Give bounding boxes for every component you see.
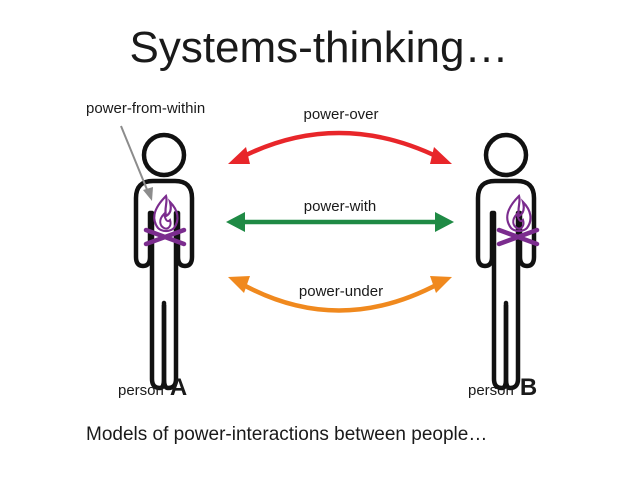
pointer-arrow <box>120 125 153 201</box>
person-a-prefix: person <box>118 382 164 399</box>
power-with-label: power-with <box>303 198 377 215</box>
caption: Models of power-interactions between peo… <box>86 424 488 445</box>
power-with-arrow <box>226 212 454 232</box>
power-over-arrow <box>228 130 452 164</box>
person-b-letter: B <box>519 374 538 401</box>
power-under-label: power-under <box>298 283 384 300</box>
person-b-label: person B <box>468 374 537 402</box>
person-b-prefix: person <box>468 382 514 399</box>
power-over-label: power-over <box>303 106 379 123</box>
person-a-label: person A <box>118 374 187 402</box>
slide-title: Systems-thinking… <box>129 23 509 72</box>
power-from-within-label: power-from-within <box>86 100 206 117</box>
power-under-arrow <box>228 276 452 313</box>
person-a-icon <box>136 135 192 388</box>
person-a-letter: A <box>169 374 188 401</box>
person-b-icon <box>478 135 534 388</box>
